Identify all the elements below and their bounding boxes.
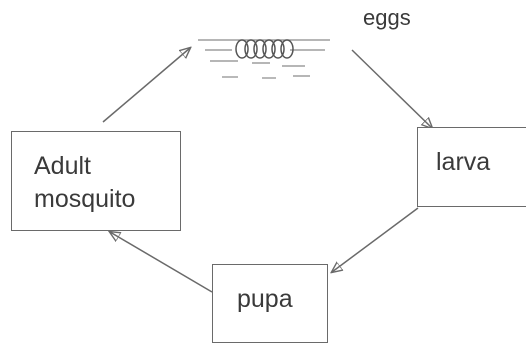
egg-raft	[235, 39, 294, 59]
adult-label-line1: Adult	[34, 152, 91, 180]
pupa-label: pupa	[237, 285, 293, 313]
arrow-adult-to-eggs	[102, 48, 190, 123]
pupa-box: pupa	[212, 264, 328, 343]
eggs-label: eggs	[363, 5, 411, 30]
arrow-pupa-to-adult	[110, 232, 213, 293]
water-surface	[198, 39, 330, 79]
adult-mosquito-box: Adult mosquito	[11, 131, 181, 231]
adult-label-line2: mosquito	[34, 185, 136, 213]
arrow-eggs-to-larva	[351, 49, 432, 128]
larva-label: larva	[436, 148, 491, 176]
arrow-larva-to-pupa	[332, 207, 419, 272]
larva-box: larva	[417, 127, 526, 207]
